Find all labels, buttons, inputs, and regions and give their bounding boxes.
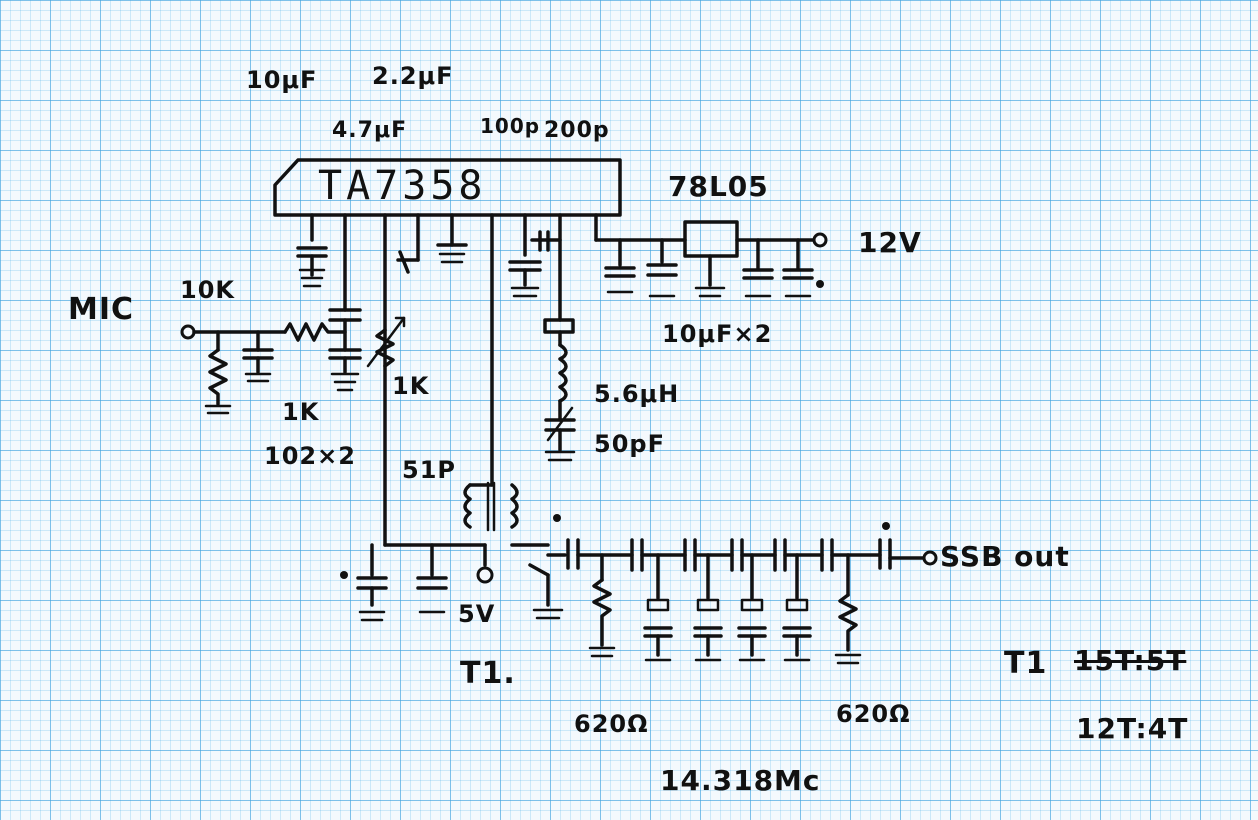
mic-label: MIC — [68, 292, 135, 327]
caps-100p-200p — [508, 230, 562, 298]
crystal-frequency-label: 14.318Mc — [660, 764, 821, 797]
res-620-right-label: 620Ω — [836, 700, 911, 728]
cap-100p-label: 100p — [480, 114, 541, 138]
pot-1k-label: 1K — [392, 372, 430, 400]
transformer-t1 — [383, 481, 550, 584]
t1-note-title: T1 — [1004, 646, 1048, 681]
output-label: SSB out — [940, 540, 1070, 573]
res-620-left-label: 620Ω — [574, 710, 649, 738]
transformer-label: T1. — [460, 656, 516, 691]
t1-old-ratio: 15T:5T — [1074, 644, 1187, 677]
decoupling-5v — [340, 543, 564, 622]
inductor-label: 5.6μH — [594, 380, 680, 408]
supply-12v-label: 12V — [858, 226, 922, 259]
cap-4-7uf-label: 4.7μF — [332, 118, 408, 143]
t1-new-ratio: 12T:4T — [1076, 712, 1189, 745]
cap-10uf-label: 10μF — [246, 66, 318, 94]
potentiometer-1k — [366, 316, 406, 368]
crystal-ladder-filter — [546, 514, 938, 665]
regulator-label: 78L05 — [668, 170, 769, 203]
trim-cap-label: 50pF — [594, 430, 665, 458]
decoupling-caps-left — [296, 243, 468, 288]
cap-2-2uf-label: 2.2μF — [372, 62, 454, 90]
cap-200p-label: 200p — [544, 118, 610, 143]
coupling-cap-10uf — [328, 308, 362, 392]
mic-input-network — [180, 322, 347, 415]
supply-5v-label: 5V — [458, 600, 496, 628]
ic-ta7358 — [273, 158, 622, 217]
chip-pins — [310, 213, 598, 547]
cap-51p-label: 51P — [402, 456, 456, 484]
tank-inductor-trimmer — [543, 318, 576, 462]
regulator-78l05 — [594, 220, 828, 298]
caps-102-x2-label: 102×2 — [264, 442, 356, 470]
caps-10uf-x2-label: 10μF×2 — [662, 320, 773, 348]
res-10k-label: 10K — [180, 276, 235, 304]
ic-label: TA7358 — [318, 163, 487, 209]
res-1k-label: 1K — [282, 398, 320, 426]
